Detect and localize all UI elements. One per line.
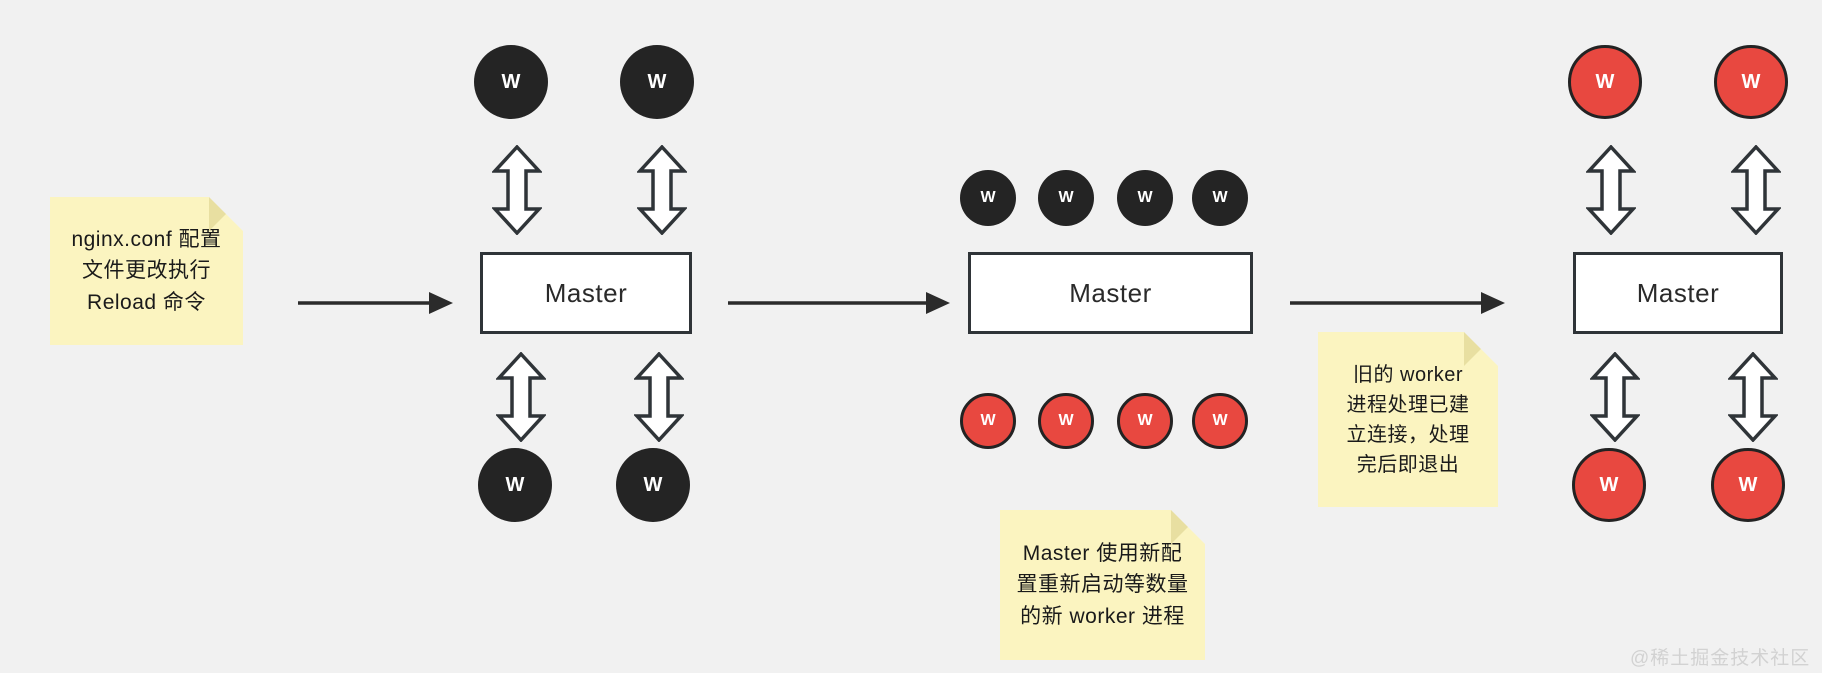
worker-label: W [1058,412,1074,429]
worker-label: W [1595,70,1615,93]
worker-label: W [505,473,525,496]
stage-2-worker-black-1: W [1038,170,1094,226]
note-master-restart: Master 使用新配置重新启动等数量的新 worker 进程 [1000,510,1205,660]
worker-label: W [980,412,996,429]
flow-arrow-2 [728,290,950,316]
stage-2-master-box: Master [968,252,1253,334]
bidirectional-arrow-stage-1-0 [491,144,543,236]
stage-1-worker-black-0: W [474,45,548,119]
master-label: Master [544,277,628,308]
note-master-restart-text: Master 使用新配置重新启动等数量的新 worker 进程 [1009,538,1197,633]
bidirectional-arrow-stage-3-3 [1727,351,1779,443]
worker-label: W [1137,189,1153,206]
worker-label: W [501,70,521,93]
bidirectional-arrow-stage-1-2 [495,351,547,443]
worker-label: W [1741,70,1761,93]
bidirectional-arrow-stage-1-1 [636,144,688,236]
note-line: Master 使用新配 [1022,541,1183,565]
stage-3-worker-red-2: W [1572,448,1646,522]
worker-label: W [643,473,663,496]
bidirectional-arrow-stage-3-0 [1585,144,1637,236]
stage-1-worker-black-1: W [620,45,694,119]
flow-arrow-1 [298,290,453,316]
worker-label: W [1058,189,1074,206]
stage-2-worker-black-0: W [960,170,1016,226]
stage-1-worker-black-2: W [478,448,552,522]
note-reload-command: nginx.conf 配置文件更改执行 Reload 命令 [50,197,243,345]
note-line: nginx.conf 配置 [71,227,222,251]
worker-label: W [647,70,667,93]
stage-3-worker-red-3: W [1711,448,1785,522]
master-label: Master [1069,277,1152,308]
stage-3-master-box: Master [1573,252,1783,334]
sticky-fold-icon [1464,332,1498,366]
note-old-worker-text: 旧的 worker 进程处理已建立连接，处理完后即退出 [1339,360,1478,480]
stage-3-worker-red-0: W [1568,45,1642,119]
note-old-worker: 旧的 worker 进程处理已建立连接，处理完后即退出 [1318,332,1498,507]
flow-arrow-3 [1290,290,1505,316]
worker-label: W [1599,473,1619,496]
bidirectional-arrow-stage-3-1 [1730,144,1782,236]
note-line: 进程处理已建 [1346,393,1470,416]
stage-1-worker-black-3: W [616,448,690,522]
stage-2-worker-black-3: W [1192,170,1248,226]
stage-2-worker-red-4: W [960,393,1016,449]
sticky-fold-icon [1171,510,1205,544]
bidirectional-arrow-stage-1-3 [633,351,685,443]
note-line: 的新 worker 进程 [1020,604,1185,628]
bidirectional-arrow-stage-3-2 [1589,351,1641,443]
worker-label: W [1212,412,1228,429]
worker-label: W [1738,473,1758,496]
sticky-fold-icon [209,197,243,231]
stage-2-worker-black-2: W [1117,170,1173,226]
stage-3-worker-red-1: W [1714,45,1788,119]
worker-label: W [1212,189,1228,206]
stage-2-worker-red-5: W [1038,393,1094,449]
stage-2-worker-red-7: W [1192,393,1248,449]
note-line: 立连接，处理 [1346,423,1470,446]
note-line: 文件更改执行 [81,259,211,283]
note-line: Reload 命令 [87,290,206,314]
watermark-text: @稀土掘金技术社区 [1630,648,1811,669]
stage-1-master-box: Master [480,252,692,334]
master-label: Master [1636,277,1720,308]
note-line: 旧的 worker [1352,363,1464,386]
note-reload-command-text: nginx.conf 配置文件更改执行 Reload 命令 [63,224,229,319]
worker-label: W [980,189,996,206]
note-line: 置重新启动等数量 [1016,573,1189,597]
stage-2-worker-red-6: W [1117,393,1173,449]
worker-label: W [1137,412,1153,429]
note-line: 完后即退出 [1356,453,1460,476]
